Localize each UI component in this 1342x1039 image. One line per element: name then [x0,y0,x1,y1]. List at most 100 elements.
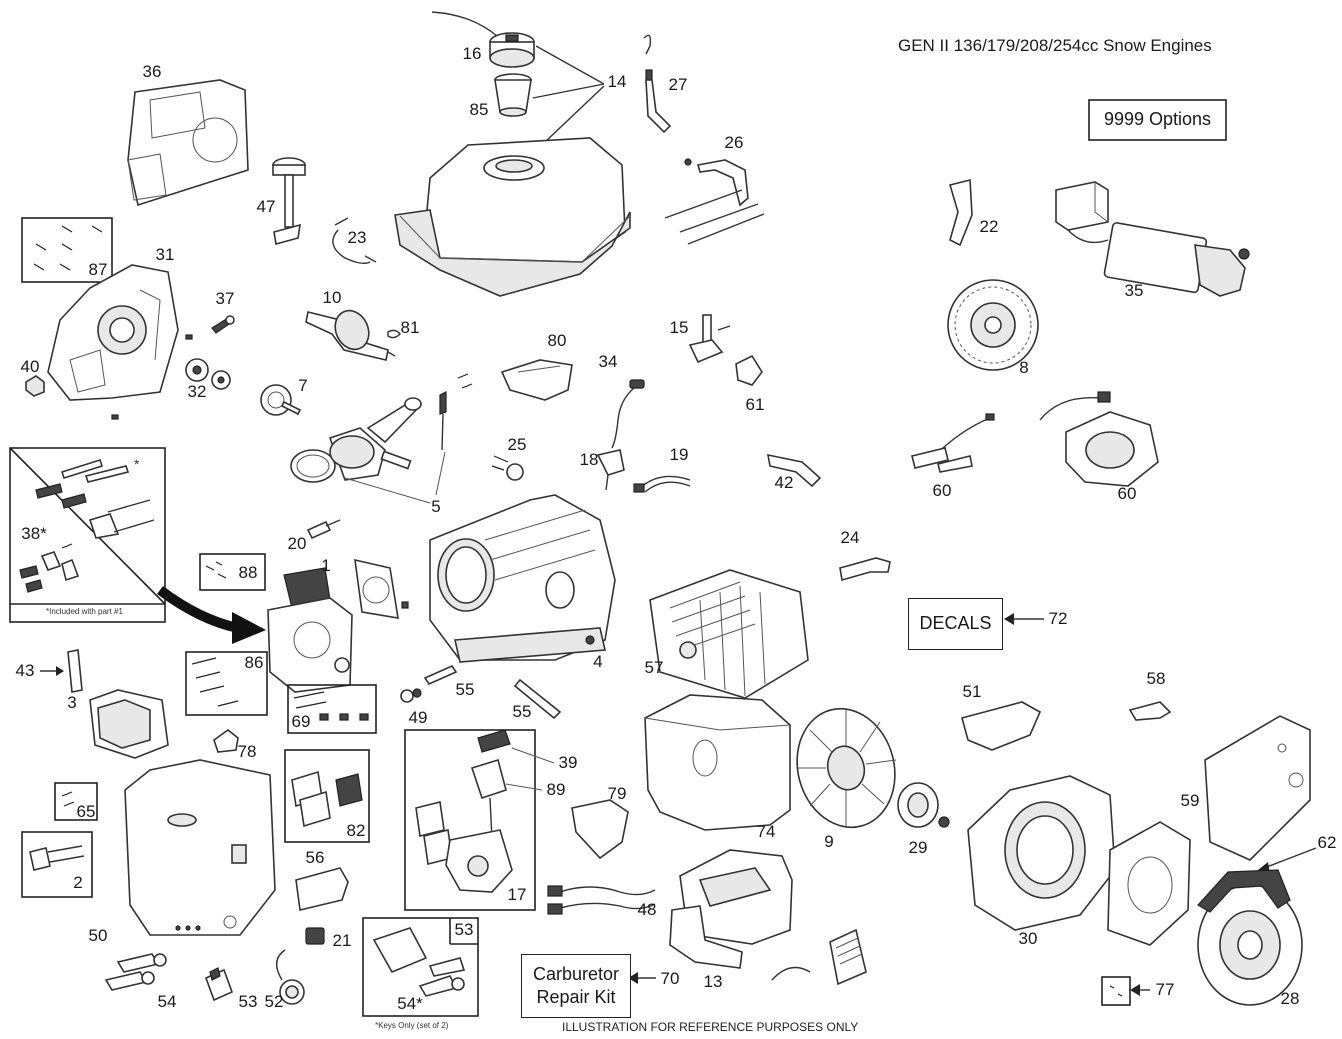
part-deflector-plate [1204,715,1311,861]
part-breather-tube [40,649,83,693]
callout-label: 26 [724,133,744,152]
part-piston-assembly [290,373,473,504]
diagram-title: GEN II 136/179/208/254cc Snow Engines [898,36,1212,55]
callout-label: 15 [669,318,689,337]
part-bracket-79 [571,799,629,860]
callout-label: 28 [1280,989,1300,1008]
callout-arrows-14 [532,45,605,143]
part-recoil-starter [1197,869,1303,1006]
callout-label: 56 [305,848,325,867]
callout-label: 10 [322,288,342,307]
callout-label: 49 [408,708,428,727]
part-ignition-keys [104,953,167,991]
asterisk-note: * [134,456,140,472]
callout-label: 58 [1146,669,1166,688]
part-bracket-78 [213,728,239,753]
part-muffler [669,849,793,969]
part-spring [491,455,524,481]
part-engine-block [429,494,616,663]
carburetor-repair-kit-box: Carburetor Repair Kit [521,954,631,1018]
callout-label: 52 [264,992,284,1011]
part-engine-shroud [124,759,276,936]
screws-box-87 [21,217,113,283]
carb-kit-line-2: Repair Kit [536,987,616,1007]
callout-label: 51 [962,682,982,701]
part-washer-49 [400,688,422,703]
callout-label: 17 [507,885,527,904]
screws-box-88 [199,553,266,591]
callout-label: 36 [142,62,162,81]
part-cooling-fan [796,707,897,829]
callout-label: 19 [669,445,689,464]
callout-label: 89 [546,780,566,799]
callout-arrow-38 [157,585,266,644]
callout-label: 80 [547,331,567,350]
callout-label: 23 [347,228,367,247]
callout-label: 21 [332,931,352,950]
callout-label: 30 [1018,929,1038,948]
part-ignition-lead [596,379,645,491]
callout-label: 34 [598,352,618,371]
part-spark-plug [306,519,341,540]
part-crankshaft [305,309,396,361]
callout-label: 72 [1048,609,1068,628]
callout-label: 74 [756,822,776,841]
options-box: 9999 Options [1103,109,1212,130]
hardware-box-69 [287,684,377,734]
callout-label: 29 [908,838,928,857]
keys-note: *Keys Only (set of 2) [375,1021,449,1030]
part-muffler-guard [649,569,809,699]
part-bracket-24 [839,557,891,582]
callout-label: 60 [1117,484,1137,503]
callout-label: 62 [1317,833,1337,852]
callout-label: 55 [512,702,532,721]
hardware-box-77 [1101,976,1150,1006]
part-dipstick [272,157,306,246]
valve-kit-box-38 [9,447,166,623]
hardware-box-2 [21,831,93,898]
callout-label: 77 [1155,980,1175,999]
gasket-box-82 [284,749,370,843]
part-hose [332,217,377,265]
part-bracket-42 [767,453,822,488]
callout-label: 22 [979,217,999,236]
part-wire-harness [633,475,691,493]
part-flywheel [947,279,1039,371]
part-clip-58 [1128,701,1172,721]
part-bracket-51 [961,701,1042,751]
callout-label: 8 [1019,358,1029,377]
callout-label: 60 [932,481,952,500]
callout-label: 54* [397,994,423,1013]
callout-label: 24 [840,528,860,547]
callout-label: 50 [88,926,108,945]
callout-label: 9 [824,832,834,851]
callout-label: 54 [157,992,177,1011]
part-shield-ring [1107,821,1191,946]
callout-label: 31 [155,245,175,264]
part-fuel-valve [688,314,731,364]
part-fuel-strainer [494,73,532,117]
callout-label: 14 [607,72,627,91]
carburetor-box [404,729,536,911]
bolts-box-86 [185,651,268,716]
callout-label: 70 [660,969,680,988]
callout-label: 3 [67,693,77,712]
part-camshaft [260,384,302,416]
callout-label: 82 [346,821,366,840]
part-throttle-linkage [664,158,765,245]
callout-label: 57 [644,658,664,677]
callout-label: 1 [321,556,331,575]
callout-label: 81 [400,318,420,337]
callout-label: 2 [73,873,83,892]
callout-label: 16 [462,44,482,63]
part-dowel-pins [423,664,562,720]
part-bearings [111,334,231,420]
callout-label: 53 [238,992,258,1011]
part-primer [276,949,305,1005]
carb-kit-line-1: Carburetor [532,963,620,984]
callout-label: 55 [455,680,475,699]
callout-label: 13 [703,972,723,991]
callout-label: 65 [76,802,96,821]
